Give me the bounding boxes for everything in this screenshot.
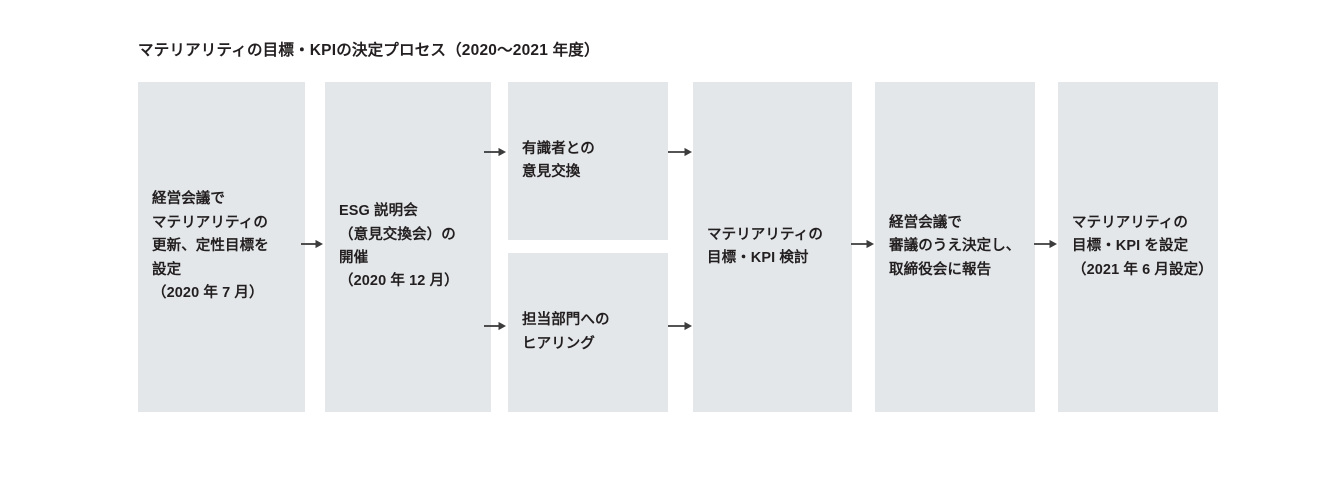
process-node: マテリアリティの 目標・KPI 検討 (693, 82, 852, 412)
process-node: ESG 説明会 （意見交換会）の 開催 （2020 年 12 月） (325, 82, 491, 412)
process-node-label: マテリアリティの 目標・KPI を設定 （2021 年 6 月設定） (1072, 214, 1213, 278)
flow-arrow-icon (668, 321, 692, 331)
process-node: 担当部門への ヒアリング (508, 253, 668, 412)
flow-arrow-icon (484, 321, 506, 331)
diagram-title: マテリアリティの目標・KPIの決定プロセス（2020〜2021 年度） (138, 42, 600, 59)
process-node-label: 経営会議で マテリアリティの 更新、定性目標を 設定 （2020 年 7 月） (152, 191, 269, 302)
process-node-label: 有識者との 意見交換 (522, 140, 595, 180)
flow-arrow-icon (1034, 239, 1057, 249)
process-node-label: ESG 説明会 （意見交換会）の 開催 （2020 年 12 月） (339, 203, 459, 290)
process-node-label: 担当部門への ヒアリング (522, 312, 610, 352)
flow-arrow-icon (851, 239, 874, 249)
process-node: 経営会議で 審議のうえ決定し、 取締役会に報告 (875, 82, 1035, 412)
process-node: 有識者との 意見交換 (508, 82, 668, 240)
process-node: マテリアリティの 目標・KPI を設定 （2021 年 6 月設定） (1058, 82, 1218, 412)
process-node: 経営会議で マテリアリティの 更新、定性目標を 設定 （2020 年 7 月） (138, 82, 305, 412)
flow-arrow-icon (484, 147, 506, 157)
process-node-label: 経営会議で 審議のうえ決定し、 取締役会に報告 (889, 214, 1021, 278)
flow-arrow-icon (668, 147, 692, 157)
process-node-label: マテリアリティの 目標・KPI 検討 (707, 226, 823, 266)
flow-arrow-icon (301, 239, 323, 249)
